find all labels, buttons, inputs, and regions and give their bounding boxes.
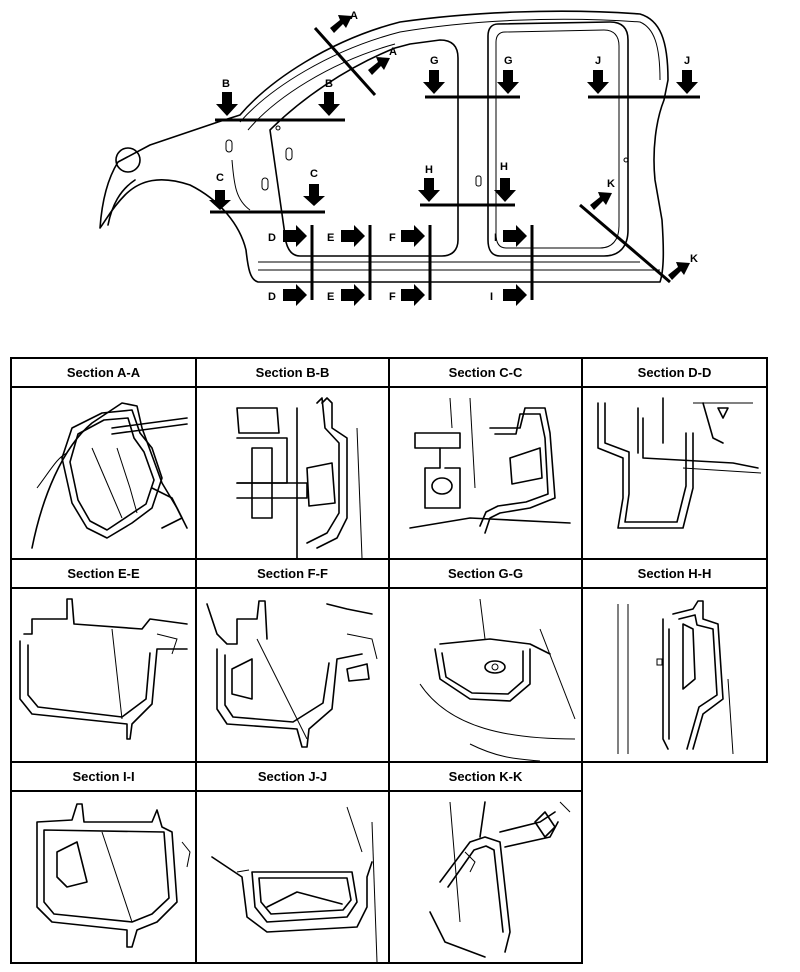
marker-label: I	[490, 291, 493, 303]
section-title: Section D-D	[583, 359, 766, 388]
marker-label: F	[389, 232, 396, 244]
section-drawing	[617, 600, 734, 755]
section-title: Section G-G	[390, 560, 581, 589]
arrow-right-icon	[283, 225, 527, 306]
marker-label: B	[222, 78, 230, 90]
section-title: Section J-J	[197, 763, 388, 792]
section-marker-labels: A A B B C C D D E E F F G G H H I I J J …	[216, 10, 698, 303]
section-views-grid: Section A-A Section B-B Section	[10, 357, 768, 964]
marker-label: E	[327, 291, 334, 303]
section-drawing	[409, 397, 571, 534]
section-panel-g-g: Section G-G	[390, 560, 583, 763]
marker-label: K	[690, 253, 698, 265]
section-drawing	[19, 598, 188, 740]
marker-label: C	[310, 168, 318, 180]
section-drawing	[429, 801, 571, 958]
arrow-down-icon	[209, 70, 698, 210]
marker-label: D	[268, 232, 276, 244]
section-drawing	[236, 397, 363, 559]
section-panel-e-e: Section E-E	[10, 560, 197, 763]
marker-label: F	[389, 291, 396, 303]
section-cut-lines	[210, 26, 700, 300]
section-panel-a-a: Section A-A	[10, 357, 197, 560]
section-panel-k-k: Section K-K	[390, 763, 583, 964]
body-side-diagram: A A B B C C D D E E F F G G H H I I J J …	[99, 10, 700, 306]
section-title: Section B-B	[197, 359, 388, 388]
section-title: Section F-F	[197, 560, 388, 589]
marker-label: B	[325, 78, 333, 90]
arrow-diagonal-icon	[330, 15, 690, 280]
marker-label: K	[607, 178, 615, 190]
section-panel-c-c: Section C-C	[390, 357, 583, 560]
section-drawing	[211, 806, 378, 962]
section-panel-h-h: Section H-H	[583, 560, 768, 763]
section-title: Section K-K	[390, 763, 581, 792]
marker-label: A	[389, 46, 397, 58]
section-arrows	[209, 15, 698, 306]
section-drawing	[36, 803, 191, 948]
marker-label: C	[216, 172, 224, 184]
section-title: Section H-H	[583, 560, 766, 589]
section-title: Section A-A	[12, 359, 195, 388]
marker-label: G	[504, 55, 513, 67]
marker-label: E	[327, 232, 334, 244]
section-title: Section I-I	[12, 763, 195, 792]
body-side-outline	[99, 10, 669, 283]
marker-label: A	[350, 10, 358, 22]
marker-label: I	[494, 232, 497, 244]
section-drawing	[597, 397, 762, 529]
section-panel-b-b: Section B-B	[197, 357, 390, 560]
marker-label: H	[500, 161, 508, 173]
marker-label: D	[268, 291, 276, 303]
section-drawing	[206, 600, 378, 748]
section-drawing	[31, 402, 188, 549]
marker-label: J	[684, 55, 690, 67]
section-title: Section E-E	[12, 560, 195, 589]
section-panel-d-d: Section D-D	[583, 357, 768, 560]
section-panel-f-f: Section F-F	[197, 560, 390, 763]
marker-label: J	[595, 55, 601, 67]
marker-label: H	[425, 164, 433, 176]
marker-label: G	[430, 55, 439, 67]
section-panel-j-j: Section J-J	[197, 763, 390, 964]
section-drawing	[419, 598, 576, 761]
section-panel-i-i: Section I-I	[10, 763, 197, 964]
section-title: Section C-C	[390, 359, 581, 388]
